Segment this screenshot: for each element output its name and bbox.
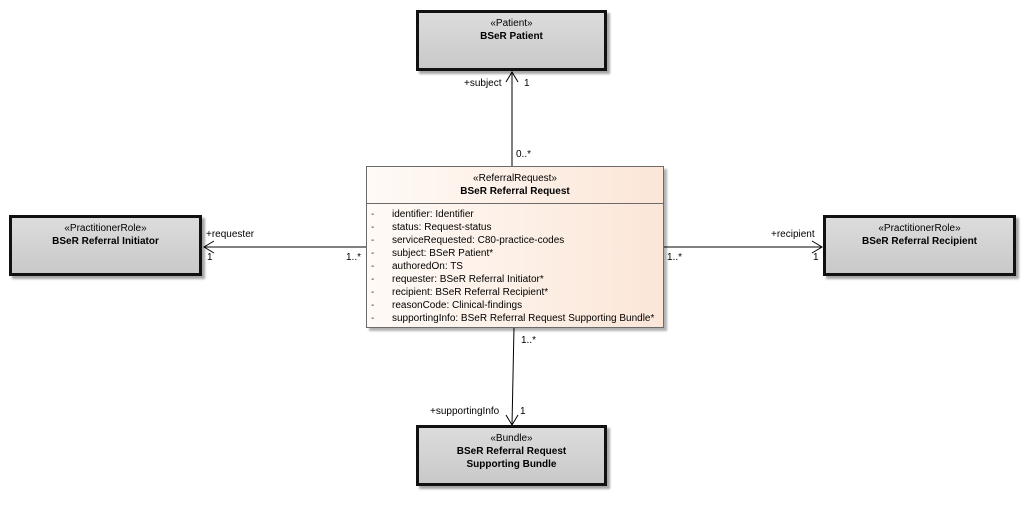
patient-stereotype: «Patient» [490, 18, 533, 29]
visibility-marker: - [371, 261, 375, 272]
referral-request-header: «ReferralRequest» BSeR Referral Request [367, 167, 663, 204]
subject-source-multiplicity: 0..* [516, 149, 532, 160]
attribute-text: subject: BSeR Patient* [392, 248, 494, 259]
requester-arrowhead [203, 240, 215, 254]
attribute-row[interactable]: - recipient: BSeR Referral Recipient* [367, 286, 663, 299]
attribute-row[interactable]: - authoredOn: TS [367, 260, 663, 273]
supporting-source-multiplicity: 1..* [521, 335, 537, 346]
visibility-marker: - [371, 235, 375, 246]
requester-source-multiplicity: 1..* [346, 252, 362, 263]
referral-name: BSeR Referral Request [460, 186, 570, 197]
subject-arrowhead [505, 71, 519, 83]
supporting-line[interactable] [511, 326, 515, 426]
recipient-target-multiplicity: 1 [813, 252, 819, 263]
visibility-marker: - [371, 300, 375, 311]
initiator-stereotype: «PractitionerRole» [64, 223, 147, 234]
subject-target-multiplicity: 1 [524, 78, 530, 89]
recipient-class[interactable]: «PractitionerRole» BSeR Referral Recipie… [823, 215, 1016, 276]
attribute-row[interactable]: - subject: BSeR Patient* [367, 247, 663, 260]
visibility-marker: - [371, 287, 375, 298]
patient-name: BSeR Patient [480, 31, 543, 42]
supporting-target-multiplicity: 1 [520, 406, 526, 417]
bundle-name: BSeR Referral Request Supporting Bundle [456, 446, 567, 470]
recipient-arrowhead [811, 240, 823, 254]
attribute-text: identifier: Identifier [392, 209, 474, 220]
recipient-name: BSeR Referral Recipient [861, 236, 978, 247]
visibility-marker: - [371, 248, 375, 259]
recipient-source-multiplicity: 1..* [667, 252, 683, 263]
attribute-text: requester: BSeR Referral Initiator* [392, 274, 544, 285]
requester-role-label: +requester [206, 229, 255, 240]
visibility-marker: - [371, 222, 375, 233]
subject-role-label: +subject [464, 78, 502, 89]
attribute-text: serviceRequested: C80-practice-codes [392, 235, 565, 246]
patient-class[interactable]: «Patient» BSeR Patient [416, 10, 607, 71]
attribute-row[interactable]: - supportingInfo: BSeR Referral Request S… [367, 312, 663, 325]
attribute-text: supportingInfo: BSeR Referral Request Su… [392, 313, 655, 324]
visibility-marker: - [371, 313, 375, 324]
referral-attributes: - identifier: Identifier - status: Request-… [367, 204, 663, 325]
attribute-text: status: Request-status [392, 222, 492, 233]
supporting-role-label: +supportingInfo [430, 406, 500, 417]
attribute-row[interactable]: - identifier: Identifier [367, 208, 663, 221]
visibility-marker: - [371, 209, 375, 220]
bundle-stereotype: «Bundle» [490, 433, 533, 444]
attribute-row[interactable]: - status: Request-status [367, 221, 663, 234]
initiator-class[interactable]: «PractitionerRole» BSeR Referral Initiat… [9, 215, 202, 276]
initiator-name: BSeR Referral Initiator [52, 236, 159, 247]
requester-target-multiplicity: 1 [207, 252, 213, 263]
referral-stereotype: «ReferralRequest» [473, 173, 557, 184]
referral-request-class[interactable]: «ReferralRequest» BSeR Referral Request … [366, 166, 664, 328]
attribute-text: authoredOn: TS [392, 261, 463, 272]
visibility-marker: - [371, 274, 375, 285]
attribute-text: reasonCode: Clinical-findings [392, 300, 523, 311]
bundle-class[interactable]: «Bundle» BSeR Referral Request Supportin… [416, 425, 607, 486]
attribute-text: recipient: BSeR Referral Recipient* [392, 287, 549, 298]
attribute-row[interactable]: - serviceRequested: C80-practice-codes [367, 234, 663, 247]
recipient-role-label: +recipient [771, 229, 815, 240]
recipient-stereotype: «PractitionerRole» [878, 223, 961, 234]
attribute-row[interactable]: - reasonCode: Clinical-findings [367, 299, 663, 312]
attribute-row[interactable]: - requester: BSeR Referral Initiator* [367, 273, 663, 286]
